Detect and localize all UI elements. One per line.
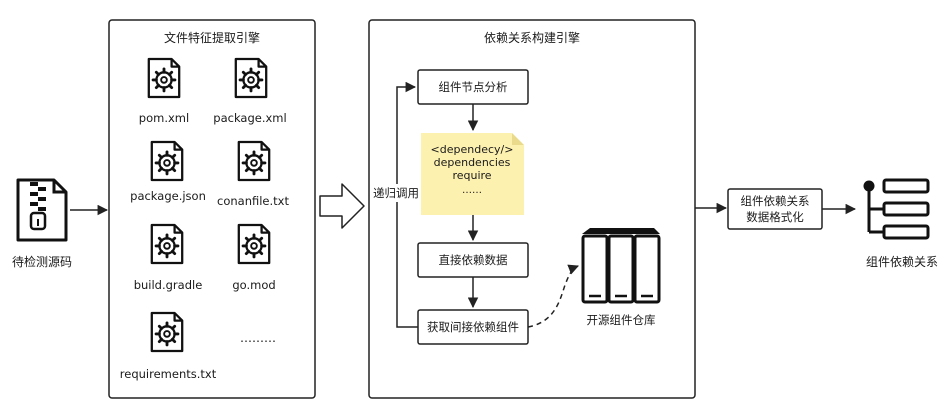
source-label: 待检测源码 — [12, 254, 72, 269]
file-label: pom.xml — [139, 111, 189, 125]
recursion-loop-arrow — [396, 81, 418, 328]
node-analysis-label: 组件节点分析 — [439, 80, 508, 94]
file-label: go.mod — [232, 278, 275, 292]
format-line-2: 数据格式化 — [746, 210, 804, 224]
file-label: requirements.txt — [120, 367, 217, 381]
dependency-tree-icon — [863, 178, 930, 240]
recursion-label: 递归调用 — [373, 186, 419, 200]
output-label: 组件依赖关系 — [866, 254, 938, 269]
manifest-keywords-note — [421, 133, 524, 215]
file-gear-icon — [237, 140, 271, 182]
file-label: package.xml — [213, 111, 286, 125]
direct-dependency-label: 直接依赖数据 — [439, 253, 508, 267]
file-gear-icon — [150, 311, 184, 353]
note-line: require — [452, 169, 491, 182]
format-line-1: 组件依赖关系 — [741, 194, 810, 208]
note-line: dependencies — [434, 156, 511, 169]
dependency-engine-title: 依赖关系构建引擎 — [484, 30, 580, 45]
more-files-ellipsis: ……… — [240, 331, 276, 345]
repository-server-icon — [581, 228, 661, 304]
hollow-flow-arrow — [319, 183, 365, 229]
note-line: …… — [462, 185, 482, 196]
note-line: <dependecy/> — [431, 143, 514, 156]
file-gear-icon — [147, 57, 181, 99]
file-label: package.json — [130, 189, 206, 203]
dashed-arrow-to-repository — [527, 264, 579, 328]
file-label: build.gradle — [134, 278, 203, 292]
feature-engine-panel — [108, 19, 316, 399]
repository-label: 开源组件仓库 — [587, 313, 656, 327]
file-gear-icon — [234, 57, 268, 99]
recursion-label-bg — [373, 184, 421, 202]
indirect-dependency-label: 获取间接依赖组件 — [427, 320, 519, 334]
zip-archive-icon — [16, 178, 68, 242]
file-label: conanfile.txt — [217, 194, 289, 208]
file-gear-icon — [150, 223, 184, 265]
file-gear-icon — [150, 140, 184, 182]
file-gear-icon — [237, 223, 271, 265]
feature-engine-title: 文件特征提取引擎 — [164, 30, 260, 45]
